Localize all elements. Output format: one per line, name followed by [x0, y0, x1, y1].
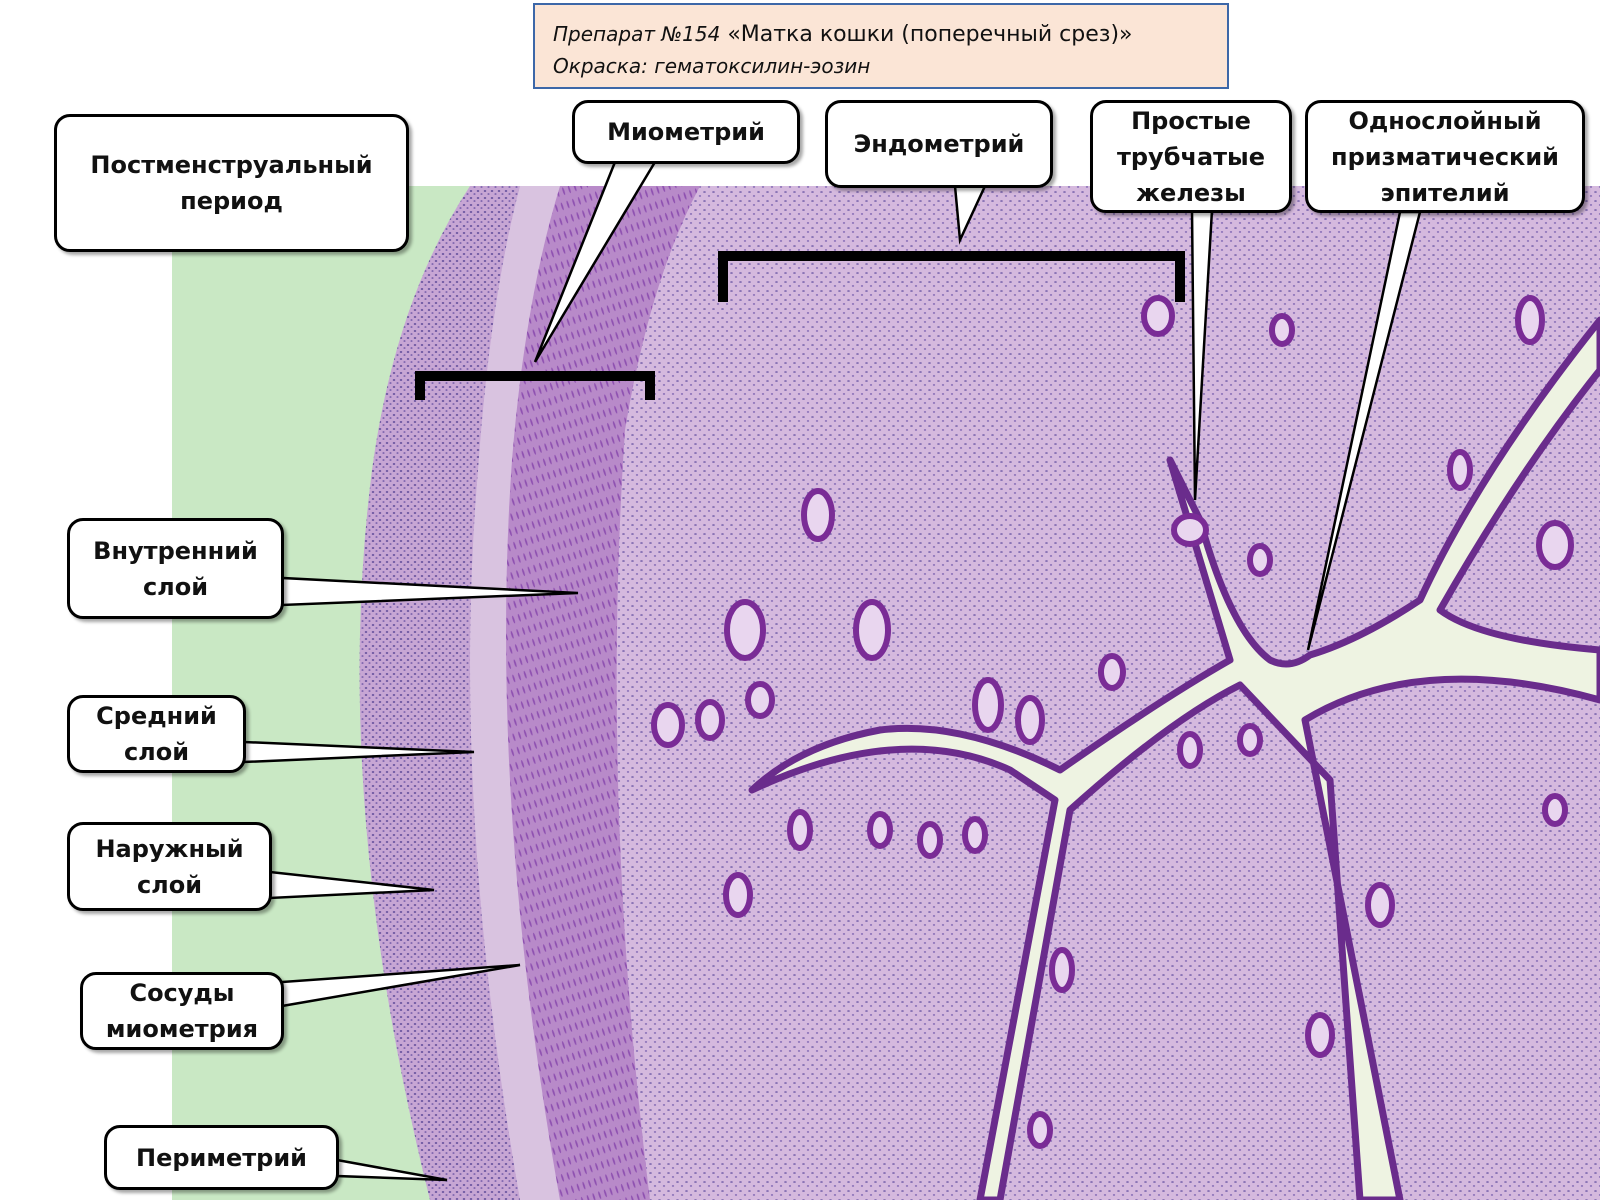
- callout-perimetrium-text: Периметрий: [136, 1143, 307, 1172]
- preparation-number: Препарат №154: [553, 22, 721, 46]
- callout-glands: Простые трубчатые железы: [1090, 100, 1292, 213]
- callout-endometrium-text: Эндометрий: [853, 130, 1025, 158]
- header-title-line: Препарат №154 «Матка кошки (поперечный с…: [553, 18, 1211, 51]
- callout-middle-layer: Средний слой: [67, 695, 246, 773]
- callout-period: Постменструальный период: [54, 114, 409, 252]
- callout-period-text: Постменструальный период: [90, 151, 373, 215]
- callout-perimetrium: Периметрий: [104, 1125, 339, 1190]
- callout-endometrium: Эндометрий: [825, 100, 1053, 188]
- callout-outer-layer: Наружный слой: [67, 822, 272, 911]
- callout-epithelium-text: Однослойный призматический эпителий: [1331, 106, 1559, 207]
- tubular-glands: [651, 295, 1574, 1149]
- uterine-lumen: [748, 316, 1600, 1200]
- endometrium-bracket: [718, 251, 1185, 302]
- callout-glands-text: Простые трубчатые железы: [1116, 106, 1266, 207]
- callout-myometrium-text: Миометрий: [607, 118, 765, 146]
- preparation-title: «Матка кошки (поперечный срез)»: [727, 22, 1133, 47]
- callout-outer-layer-text: Наружный слой: [95, 834, 244, 899]
- callout-myometrium: Миометрий: [572, 100, 800, 164]
- callout-epithelium: Однослойный призматический эпителий: [1305, 100, 1585, 213]
- callout-inner-layer: Внутренний слой: [67, 518, 284, 619]
- pointer-lines: [242, 160, 1422, 1182]
- myometrium-bracket: [415, 371, 655, 400]
- callout-vessels: Сосуды миометрия: [80, 972, 284, 1050]
- callout-middle-layer-text: Средний слой: [96, 702, 217, 766]
- slide-header: Препарат №154 «Матка кошки (поперечный с…: [533, 3, 1229, 89]
- callout-vessels-text: Сосуды миометрия: [105, 979, 259, 1043]
- stain-text: Окраска: гематоксилин-эозин: [553, 54, 871, 78]
- callout-inner-layer-text: Внутренний слой: [93, 536, 258, 601]
